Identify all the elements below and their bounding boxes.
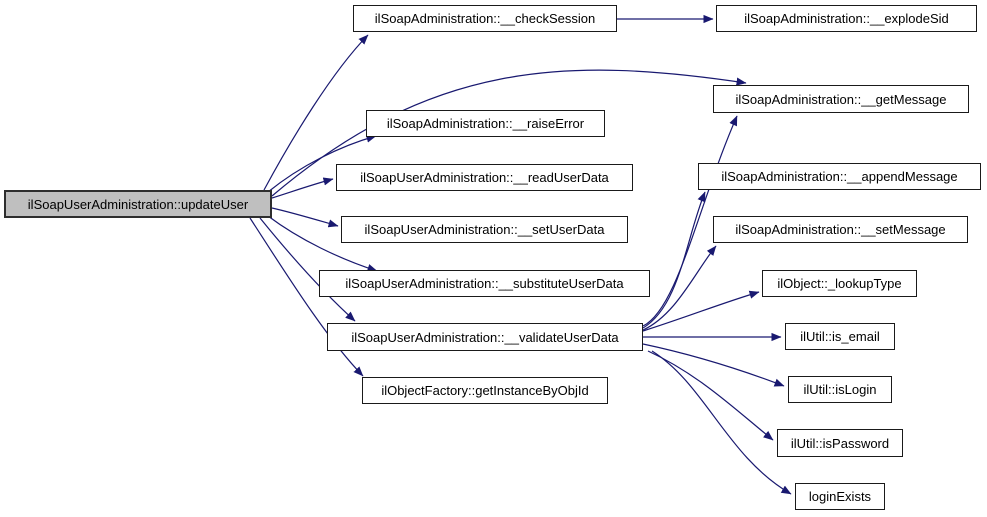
graph-node-label: ilSoapAdministration::__checkSession — [374, 11, 596, 26]
graph-node-label: ilUtil::isLogin — [803, 382, 877, 397]
graph-node-label: ilObject::_lookupType — [777, 276, 902, 291]
graph-node-label: ilSoapAdministration::__getMessage — [735, 91, 947, 107]
graph-node-lookupType[interactable]: ilObject::_lookupType — [762, 270, 917, 297]
edge-updateUser-readUserData — [271, 177, 334, 199]
edge-updateUser-setUserData — [271, 207, 339, 228]
graph-node-label: loginExists — [808, 489, 872, 504]
graph-node-checkSession[interactable]: ilSoapAdministration::__checkSession — [353, 5, 617, 32]
graph-node-label: ilUtil::is_email — [800, 329, 880, 344]
graph-node-updateUser: ilSoapUserAdministration::updateUser — [4, 190, 272, 218]
graph-node-substituteUserData[interactable]: ilSoapUserAdministration::__substituteUs… — [319, 270, 650, 297]
graph-node-label: ilSoapUserAdministration::updateUser — [27, 196, 249, 212]
graph-node-label: ilObjectFactory::getInstanceByObjId — [381, 383, 589, 398]
edge-validateUserData-loginExists — [651, 350, 792, 495]
edge-updateUser-getInstanceByObjId — [249, 217, 364, 377]
graph-node-getInstanceByObjId[interactable]: ilObjectFactory::getInstanceByObjId — [362, 377, 608, 404]
edge-updateUser-raiseError — [267, 134, 377, 193]
graph-node-explodeSid[interactable]: ilSoapAdministration::__explodeSid — [716, 5, 977, 32]
graph-node-getMessage[interactable]: ilSoapAdministration::__getMessage — [713, 85, 969, 113]
edge-validateUserData-setMessage — [642, 245, 717, 331]
graph-node-isPassword[interactable]: ilUtil::isPassword — [777, 429, 903, 457]
graph-node-label: ilSoapUserAdministration::__setUserData — [364, 222, 605, 237]
edge-validateUserData-appendMessage — [642, 191, 706, 329]
edge-updateUser-checkSession — [263, 34, 369, 191]
graph-node-is_email[interactable]: ilUtil::is_email — [785, 323, 895, 350]
graph-node-label: ilSoapAdministration::__raiseError — [386, 116, 585, 131]
graph-node-label: ilSoapAdministration::__explodeSid — [744, 11, 949, 26]
edge-validateUserData-getMessage — [642, 115, 738, 327]
edge-updateUser-validateUserData — [259, 217, 356, 322]
graph-node-label: ilSoapUserAdministration::__readUserData — [360, 170, 609, 185]
graph-node-label: ilSoapUserAdministration::__validateUser… — [351, 329, 619, 345]
edge-validateUserData-isLogin — [642, 343, 785, 387]
graph-node-setMessage[interactable]: ilSoapAdministration::__setMessage — [713, 216, 968, 243]
graph-node-label: ilUtil::isPassword — [790, 435, 890, 451]
edge-validateUserData-isPassword — [647, 350, 774, 441]
graph-node-label: ilSoapAdministration::__appendMessage — [721, 169, 958, 184]
edge-updateUser-substituteUserData — [267, 215, 378, 272]
graph-node-loginExists[interactable]: loginExists — [795, 483, 885, 510]
edge-updateUser-getMessage — [271, 69, 747, 197]
graph-node-raiseError[interactable]: ilSoapAdministration::__raiseError — [366, 110, 605, 137]
graph-node-isLogin[interactable]: ilUtil::isLogin — [788, 376, 892, 403]
graph-node-label: ilSoapUserAdministration::__substituteUs… — [345, 276, 624, 291]
graph-node-label: ilSoapAdministration::__setMessage — [735, 222, 946, 237]
graph-node-appendMessage[interactable]: ilSoapAdministration::__appendMessage — [698, 163, 981, 190]
graph-node-validateUserData[interactable]: ilSoapUserAdministration::__validateUser… — [327, 323, 643, 351]
edge-validateUserData-lookupType — [642, 290, 760, 332]
graph-node-setUserData[interactable]: ilSoapUserAdministration::__setUserData — [341, 216, 628, 243]
graph-node-readUserData[interactable]: ilSoapUserAdministration::__readUserData — [336, 164, 633, 191]
